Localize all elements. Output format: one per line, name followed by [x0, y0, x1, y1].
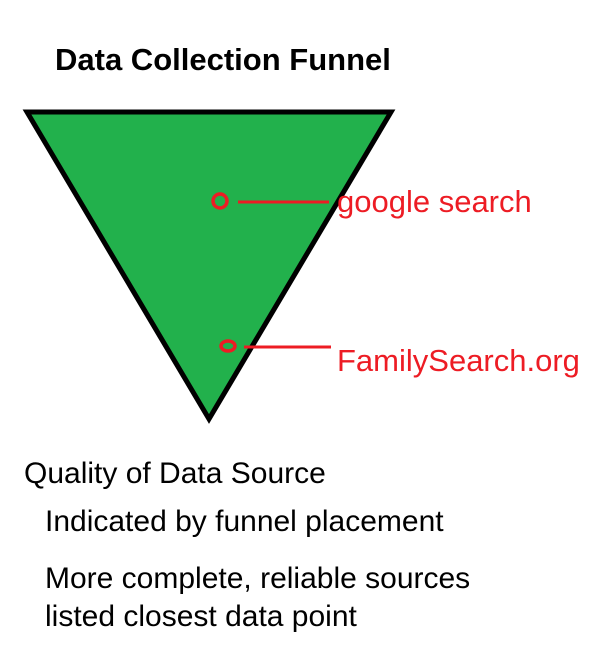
funnel-triangle	[22, 109, 396, 424]
diagram-title: Data Collection Funnel	[55, 42, 391, 77]
familysearch-marker	[219, 339, 237, 353]
caption-reliability-note: More complete, reliable sources listed c…	[45, 560, 470, 635]
caption-placement-note: Indicated by funnel placement	[45, 505, 444, 538]
google-search-label: google search	[337, 184, 532, 219]
caption-heading: Quality of Data Source	[24, 457, 326, 490]
caption-reliability-line-2: listed closest data point	[45, 599, 357, 633]
caption-reliability-line-1: More complete, reliable sources	[45, 562, 471, 595]
google-search-marker	[211, 192, 229, 210]
familysearch-label: FamilySearch.org	[337, 343, 580, 378]
